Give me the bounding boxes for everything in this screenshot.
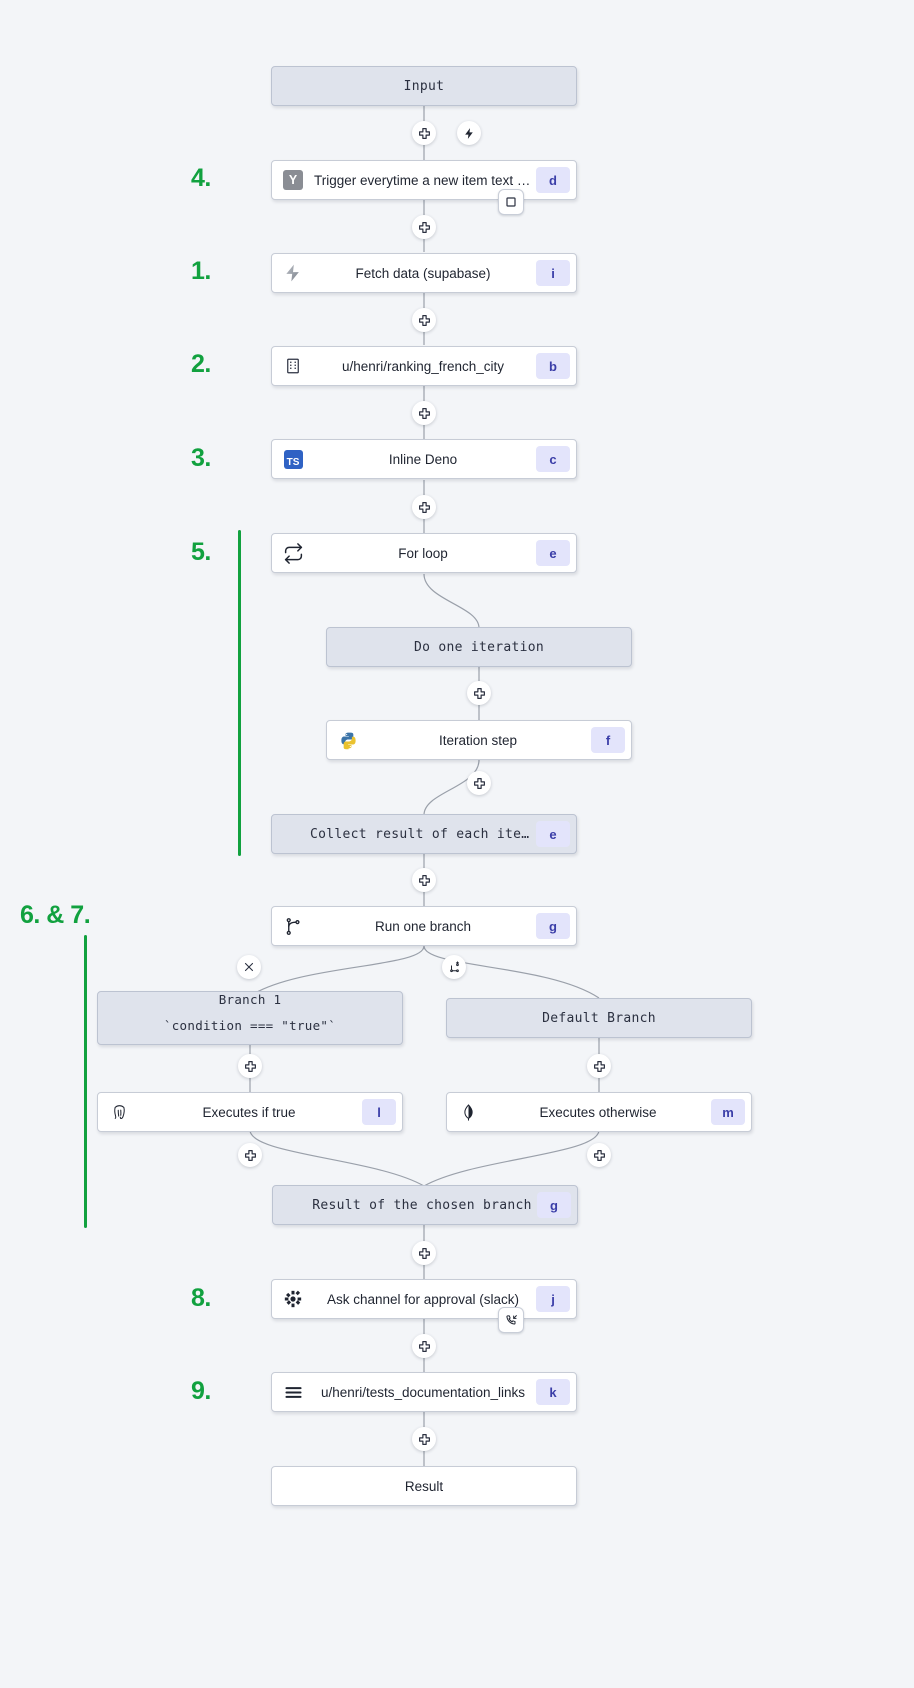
- node-do-one-iteration[interactable]: Do one iteration: [326, 627, 632, 667]
- node-collect-result-badge: e: [536, 821, 570, 847]
- node-executes-if-true-label: Executes if true: [202, 1104, 296, 1120]
- node-do-one-iteration-label: Do one iteration: [413, 639, 545, 655]
- node-branch-1-condition: `condition === "true"`: [163, 1018, 337, 1033]
- node-result-of-chosen-branch[interactable]: Result of the chosen branch g: [272, 1185, 578, 1225]
- node-inline-deno[interactable]: TS Inline Deno c: [271, 439, 577, 479]
- node-tests-documentation-links[interactable]: u/henri/tests_documentation_links k: [271, 1372, 577, 1412]
- step-number-3: 3.: [191, 444, 211, 472]
- node-trigger-label: Trigger everytime a new item text o…: [314, 172, 536, 188]
- step-number-1: 1.: [191, 257, 211, 285]
- add-step-button-after-otherwise[interactable]: [587, 1143, 611, 1167]
- add-step-button-branch1[interactable]: [238, 1054, 262, 1078]
- add-step-button-fetch-ranking[interactable]: [412, 308, 436, 332]
- node-ranking-french-city-badge: b: [536, 353, 570, 379]
- python-icon: [331, 720, 365, 760]
- node-input[interactable]: Input: [271, 66, 577, 106]
- node-iteration-step-badge: f: [591, 727, 625, 753]
- typescript-icon: TS: [276, 439, 310, 479]
- node-result-label: Result: [404, 1478, 444, 1494]
- add-step-button-deno-forloop[interactable]: [412, 495, 436, 519]
- node-executes-otherwise-badge: m: [711, 1099, 745, 1125]
- add-step-button-default-branch[interactable]: [587, 1054, 611, 1078]
- add-step-button-after-true[interactable]: [238, 1143, 262, 1167]
- lightning-trigger-button[interactable]: [457, 121, 481, 145]
- node-trigger[interactable]: Y Trigger everytime a new item text o… d: [271, 160, 577, 200]
- node-branch-1[interactable]: Branch 1 `condition === "true"`: [97, 991, 403, 1045]
- node-executes-if-true[interactable]: Executes if true l: [97, 1092, 403, 1132]
- slack-approval-callback-button[interactable]: [498, 1307, 524, 1333]
- step-number-2: 2.: [191, 350, 211, 378]
- add-branch-button[interactable]: [442, 955, 466, 979]
- node-input-label: Input: [403, 78, 445, 94]
- node-ask-channel-approval[interactable]: Ask channel for approval (slack) j: [271, 1279, 577, 1319]
- node-inline-deno-badge: c: [536, 446, 570, 472]
- add-step-button-trigger-fetch[interactable]: [412, 215, 436, 239]
- add-step-button-docs-result[interactable]: [412, 1427, 436, 1451]
- postgres-icon: [102, 1092, 136, 1132]
- add-step-button-after-iteration[interactable]: [467, 771, 491, 795]
- node-ask-channel-approval-label: Ask channel for approval (slack): [326, 1291, 520, 1307]
- step-number-8: 8.: [191, 1284, 211, 1312]
- add-step-button-ranking-deno[interactable]: [412, 401, 436, 425]
- node-tests-documentation-links-badge: k: [536, 1379, 570, 1405]
- node-executes-otherwise-label: Executes otherwise: [539, 1104, 657, 1120]
- node-trigger-badge: d: [536, 167, 570, 193]
- step-number-9: 9.: [191, 1377, 211, 1405]
- node-collect-result[interactable]: Collect result of each iteration e: [271, 814, 577, 854]
- node-fetch-data-badge: i: [536, 260, 570, 286]
- node-fetch-data-label: Fetch data (supabase): [355, 265, 491, 281]
- node-result-of-chosen-branch-badge: g: [537, 1192, 571, 1218]
- mongodb-icon: [451, 1092, 485, 1132]
- node-default-branch-label: Default Branch: [542, 1010, 656, 1026]
- building-icon: [276, 346, 310, 386]
- branch-icon: [276, 906, 310, 946]
- node-for-loop-badge: e: [536, 540, 570, 566]
- node-ask-channel-approval-badge: j: [536, 1286, 570, 1312]
- node-for-loop-label: For loop: [398, 545, 448, 561]
- trigger-checkbox-button[interactable]: [498, 189, 524, 215]
- node-default-branch[interactable]: Default Branch: [446, 998, 752, 1038]
- add-step-button-input-trigger[interactable]: [412, 121, 436, 145]
- remove-branch-button[interactable]: [237, 955, 261, 979]
- node-for-loop[interactable]: For loop e: [271, 533, 577, 573]
- node-executes-if-true-badge: l: [362, 1099, 396, 1125]
- node-branch-1-title: Branch 1: [218, 992, 282, 1007]
- step-number-5: 5.: [191, 538, 211, 566]
- add-step-button-collect-branch[interactable]: [412, 868, 436, 892]
- node-run-one-branch[interactable]: Run one branch g: [271, 906, 577, 946]
- supabase-icon: [276, 253, 310, 293]
- node-run-one-branch-label: Run one branch: [374, 918, 472, 934]
- node-iteration-step[interactable]: Iteration step f: [326, 720, 632, 760]
- node-iteration-step-label: Iteration step: [438, 732, 518, 748]
- node-result[interactable]: Result: [271, 1466, 577, 1506]
- loop-icon: [276, 533, 310, 573]
- step-number-6-and-7: 6. & 7.: [20, 901, 91, 929]
- add-step-button-iteration[interactable]: [467, 681, 491, 705]
- node-result-of-chosen-branch-label: Result of the chosen branch: [312, 1197, 532, 1213]
- rail-branches: [84, 935, 87, 1228]
- node-ranking-french-city[interactable]: u/henri/ranking_french_city b: [271, 346, 577, 386]
- step-number-4: 4.: [191, 164, 211, 192]
- node-tests-documentation-links-label: u/henri/tests_documentation_links: [320, 1384, 526, 1400]
- yaml-y-icon: Y: [276, 160, 310, 200]
- node-collect-result-label: Collect result of each iteration: [310, 826, 536, 842]
- node-fetch-data[interactable]: Fetch data (supabase) i: [271, 253, 577, 293]
- node-run-one-branch-badge: g: [536, 913, 570, 939]
- slack-icon: [276, 1279, 310, 1319]
- node-executes-otherwise[interactable]: Executes otherwise m: [446, 1092, 752, 1132]
- add-step-button-result-slack[interactable]: [412, 1241, 436, 1265]
- add-step-button-slack-docs[interactable]: [412, 1334, 436, 1358]
- node-ranking-french-city-label: u/henri/ranking_french_city: [341, 358, 505, 374]
- hamburger-icon: [276, 1372, 310, 1412]
- rail-for-loop: [238, 530, 241, 856]
- node-inline-deno-label: Inline Deno: [388, 451, 458, 467]
